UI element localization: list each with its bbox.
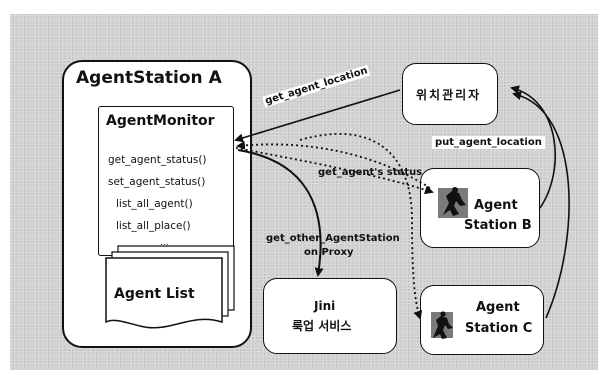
agent-figure-icon-b: [438, 187, 468, 218]
location-manager-label: 위치관리자: [416, 88, 482, 102]
label-put-agent-location: put_agent_location: [432, 136, 545, 149]
agent-station-a-title: AgentStation A: [76, 68, 222, 88]
agent-monitor-title: AgentMonitor: [106, 113, 215, 129]
method-list-all-place: list_all_place(): [116, 220, 191, 232]
method-ellipsis: ...: [160, 238, 169, 248]
station-b-line1: Agent: [474, 198, 518, 213]
arrow-get-agents-status-return: [236, 140, 431, 189]
label-get-other-agentstation: get_other_AgentStation: [266, 233, 400, 244]
jini-lookup-box: [263, 278, 397, 354]
method-list-all-agent: list_all_agent(): [116, 198, 193, 210]
agent-figure-icon-c: [431, 311, 453, 339]
jini-line2: 룩업 서비스: [292, 319, 352, 333]
station-c-line1: Agent: [476, 300, 520, 315]
arrow-put-agent-location-c: [512, 91, 570, 319]
station-b-line2: Station B: [464, 218, 532, 233]
location-manager-box: [402, 63, 498, 125]
arrow-get-other-agentstation: [237, 149, 324, 277]
agent-list-label: Agent List: [114, 286, 195, 302]
arrow-get-agent-location: [234, 89, 401, 143]
agent-monitor-box: [98, 106, 234, 256]
arrow-put-agent-location-b: [510, 85, 557, 209]
agent-station-c-box: [420, 285, 544, 355]
method-set-agent-status: set_agent_status(): [108, 176, 206, 188]
method-get-agent-status: get_agent_status(): [108, 154, 207, 166]
label-get-agents-status: get_agent's status: [318, 167, 423, 178]
arrow-get-agents-status-c: [299, 133, 423, 320]
station-c-line2: Station C: [465, 321, 533, 336]
label-on-proxy: on Proxy: [304, 247, 354, 258]
jini-line1: Jini: [314, 299, 336, 313]
